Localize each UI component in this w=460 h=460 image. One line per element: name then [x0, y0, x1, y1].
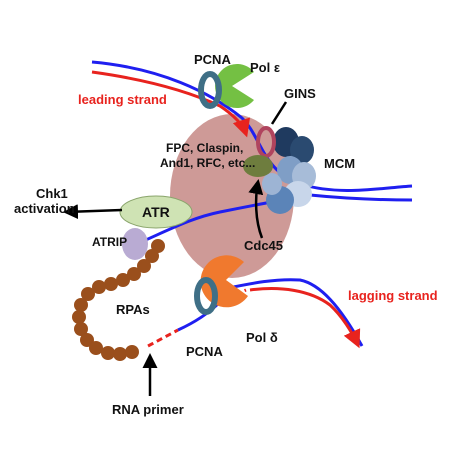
rpa-bead	[74, 298, 88, 312]
gins-arrow	[270, 101, 288, 125]
pol-epsilon	[215, 63, 254, 109]
pol-epsilon-label: Pol ε	[250, 60, 280, 75]
atr-label: ATR	[142, 204, 170, 220]
lagging-strand-label: lagging strand	[348, 288, 438, 303]
parental-strand-bottom	[131, 193, 413, 248]
rpa-bead	[89, 341, 103, 355]
cdc45-arrow	[248, 179, 264, 239]
rpa-bead	[113, 347, 127, 361]
factors-label-line1: FPC, Claspin,	[166, 141, 243, 155]
pol-delta-label: Pol δ	[246, 330, 278, 345]
rna-primer-mark	[147, 328, 179, 348]
lagging-new-strand	[249, 287, 361, 349]
mcm-subunit	[262, 173, 282, 195]
parental-strand-top	[91, 60, 413, 192]
mcm-complex	[262, 127, 316, 214]
rpa-bead	[92, 280, 106, 294]
rpa-bead	[127, 267, 141, 281]
pcna-top	[198, 71, 222, 109]
lagging-template-strand	[207, 278, 364, 347]
atrip-label: ATRIP	[92, 235, 127, 249]
rpa-bead	[104, 277, 118, 291]
pcna-bottom	[194, 277, 218, 315]
mcm-label: MCM	[324, 156, 355, 171]
rpa-bead	[137, 259, 151, 273]
rpa-bead	[116, 273, 130, 287]
leading-strand-label: leading strand	[78, 92, 167, 107]
factors-label-line2: And1, RFC, etc...	[160, 156, 255, 170]
rpas-label: RPAs	[116, 302, 150, 317]
rpa-bead	[145, 249, 159, 263]
cdc45	[243, 155, 273, 177]
rpa-chain	[72, 239, 165, 361]
rpa-bead	[72, 310, 86, 324]
gins-label: GINS	[284, 86, 316, 101]
chk1-label-line1: Chk1	[36, 186, 68, 201]
mcm-subunit	[290, 136, 314, 164]
chk1-arrow	[63, 204, 123, 220]
cdc45-label: Cdc45	[244, 238, 283, 253]
pcna-bottom-label: PCNA	[186, 344, 223, 359]
gins-ring	[256, 126, 276, 158]
rna-primer-label: RNA primer	[112, 402, 184, 417]
pcna-top-label: PCNA	[194, 52, 231, 67]
rpa-bead	[125, 345, 139, 359]
rpa-bead	[81, 287, 95, 301]
rpa-bead	[74, 322, 88, 336]
chk1-label-line2: activation	[14, 201, 75, 216]
rpa-bead	[80, 333, 94, 347]
rpa-bead	[101, 346, 115, 360]
atrip	[122, 228, 148, 260]
atr	[119, 195, 193, 229]
